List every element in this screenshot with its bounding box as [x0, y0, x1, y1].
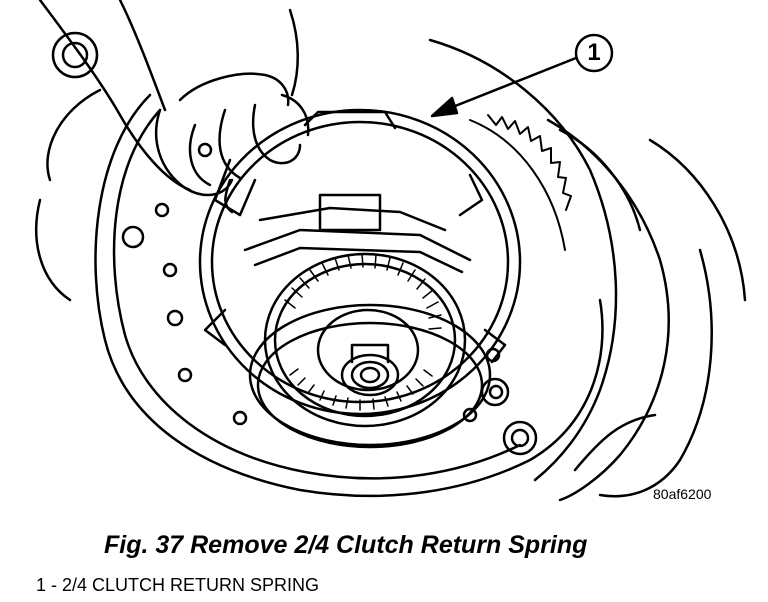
transmission-case — [35, 31, 747, 502]
callout-number: 1 — [587, 39, 601, 66]
callout-arrow — [430, 33, 614, 118]
center-hub — [316, 308, 420, 397]
clutch-splines — [284, 253, 442, 411]
figure-legend: 1 - 2/4 CLUTCH RETURN SPRING — [36, 575, 320, 595]
gear-teeth — [469, 114, 572, 251]
clutch-removal-illustration — [35, 0, 747, 502]
clutch-return-spring — [198, 108, 522, 416]
hand — [38, 0, 310, 214]
figure-reference-code: 80af6200 — [653, 486, 712, 502]
clutch-pack — [243, 193, 492, 449]
figure-caption: Fig. 37 Remove 2/4 Clutch Return Spring — [104, 531, 588, 559]
